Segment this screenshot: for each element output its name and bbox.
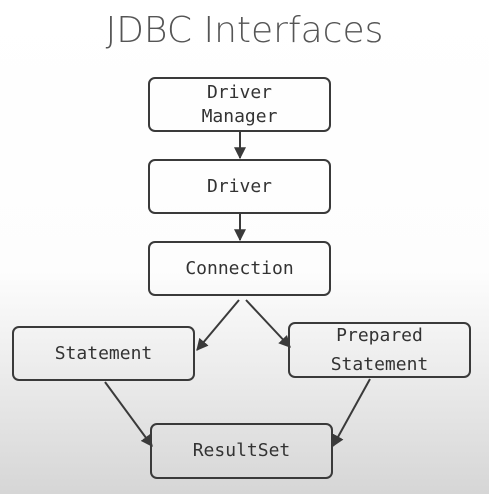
arrow-prepared-statement-to-resultset	[332, 378, 371, 448]
driver-node: Driver	[148, 159, 331, 214]
prepared-statement-node: Prepared Statement	[288, 322, 471, 378]
arrow-connection-to-prepared-statement	[245, 299, 291, 348]
arrow-connection-to-statement	[196, 299, 240, 351]
statement-node: Statement	[12, 326, 195, 381]
resultset-node: ResultSet	[150, 423, 333, 479]
diagram-title: JDBC Interfaces	[105, 10, 384, 51]
driver-manager-node: Driver Manager	[148, 77, 331, 132]
arrow-statement-to-resultset	[104, 381, 153, 447]
connection-node: Connection	[148, 241, 331, 296]
